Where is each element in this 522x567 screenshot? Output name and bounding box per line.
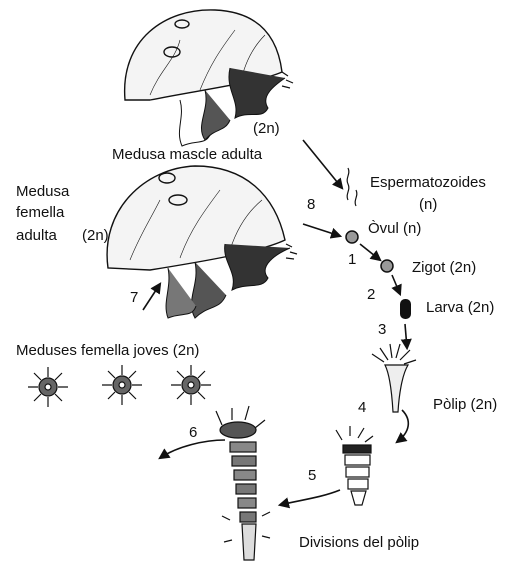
step-number-1: 1 bbox=[348, 250, 356, 269]
arrow-8 bbox=[303, 224, 340, 236]
step-number-8: 8 bbox=[307, 195, 315, 214]
sperm-label: Espermatozoides bbox=[370, 173, 486, 192]
sperm-ploidy-label: (n) bbox=[419, 195, 437, 214]
arrow-3 bbox=[405, 324, 407, 348]
zygote-label: Zigot (2n) bbox=[412, 258, 476, 277]
young-medusa-illustrations bbox=[28, 365, 211, 407]
polyp-divisions-label: Divisions del pòlip bbox=[299, 533, 419, 552]
arrow-4 bbox=[397, 410, 408, 442]
female-adult-label-line2: femella bbox=[16, 203, 64, 222]
zygote-illustration bbox=[381, 260, 393, 272]
arrow-5 bbox=[280, 490, 340, 505]
ovum-label: Òvul (n) bbox=[368, 219, 421, 238]
larva-illustration bbox=[400, 299, 411, 319]
step-number-7: 7 bbox=[130, 288, 138, 307]
step-number-5: 5 bbox=[308, 466, 316, 485]
ovum-illustration bbox=[346, 231, 358, 243]
female-adult-label-line1: Medusa bbox=[16, 182, 69, 201]
young-females-label: Meduses femella joves (2n) bbox=[16, 341, 199, 360]
strobila-releasing-illustration bbox=[216, 406, 270, 560]
strobila-illustration bbox=[336, 426, 373, 505]
male-ploidy-label: (2n) bbox=[253, 119, 280, 138]
arrow-2 bbox=[392, 275, 400, 294]
female-adult-label-line3: adulta bbox=[16, 226, 57, 245]
arrow-6 bbox=[160, 440, 225, 458]
polyp-illustration bbox=[372, 344, 416, 412]
larva-label: Larva (2n) bbox=[426, 298, 494, 317]
male-adult-label: Medusa mascle adulta bbox=[112, 145, 262, 164]
arrow-1 bbox=[360, 244, 380, 260]
arrow-7 bbox=[143, 284, 160, 310]
female-ploidy-label: (2n) bbox=[82, 226, 109, 245]
step-number-6: 6 bbox=[189, 423, 197, 442]
polyp-label: Pòlip (2n) bbox=[433, 395, 497, 414]
step-number-3: 3 bbox=[378, 320, 386, 339]
step-number-4: 4 bbox=[358, 398, 366, 417]
sperm-illustration bbox=[347, 168, 357, 206]
step-number-2: 2 bbox=[367, 285, 375, 304]
arrow-male-to-sperm bbox=[303, 140, 342, 188]
